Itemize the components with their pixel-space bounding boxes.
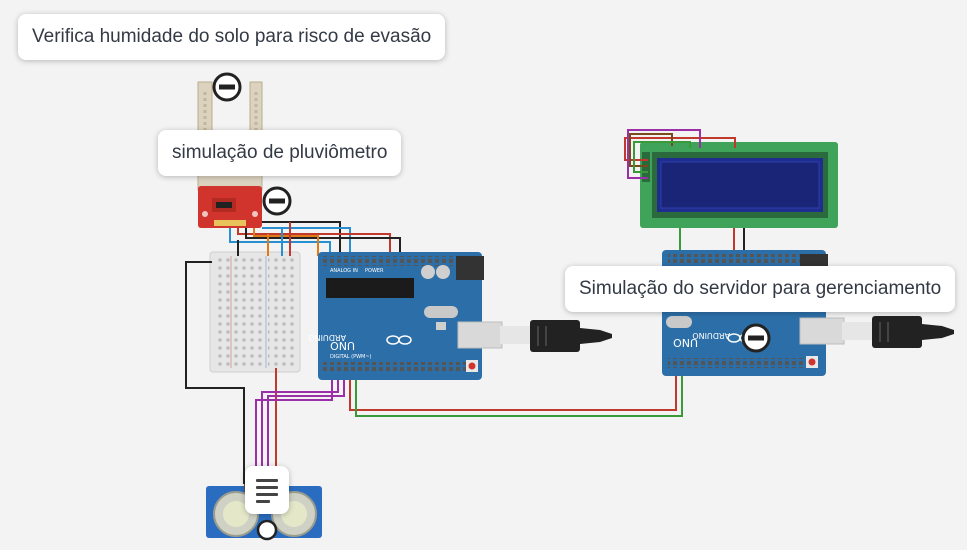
left-board-digital-label: DIGITAL (PWM~): [330, 354, 372, 360]
server-annotation[interactable]: Simulação do servidor para gerenciamento: [565, 266, 956, 312]
left-board-analog-label: ANALOG IN: [330, 268, 358, 274]
lcd-display[interactable]: [640, 142, 838, 228]
breadboard[interactable]: [209, 251, 301, 373]
infinity-icon: [386, 335, 412, 345]
left-board-model: UNO: [330, 339, 355, 352]
usb-cable-right[interactable]: [799, 316, 954, 348]
arduino-uno-left[interactable]: ARDUINO UNO POWER ANALOG IN DIGITAL (PWM…: [308, 252, 484, 380]
minus-circle-icon[interactable]: [262, 186, 292, 216]
left-board-brand: ARDUINO: [308, 333, 346, 342]
left-board-power-label: POWER: [365, 268, 384, 274]
rain-gauge-annotation[interactable]: simulação de pluviômetro: [158, 130, 402, 176]
note-lines-icon[interactable]: [245, 466, 289, 514]
minus-circle-icon[interactable]: [212, 72, 242, 102]
soil-moisture-annotation[interactable]: Verifica humidade do solo para risco de …: [18, 14, 446, 60]
minus-circle-icon[interactable]: [741, 323, 771, 353]
right-board-brand: ARDUINO: [692, 331, 730, 340]
right-board-model: UNO: [673, 336, 698, 349]
usb-cable-left[interactable]: [457, 320, 612, 352]
wiring: [185, 129, 745, 484]
rain-sensor-module[interactable]: [198, 186, 262, 228]
note-anchor-icon[interactable]: [256, 519, 278, 541]
